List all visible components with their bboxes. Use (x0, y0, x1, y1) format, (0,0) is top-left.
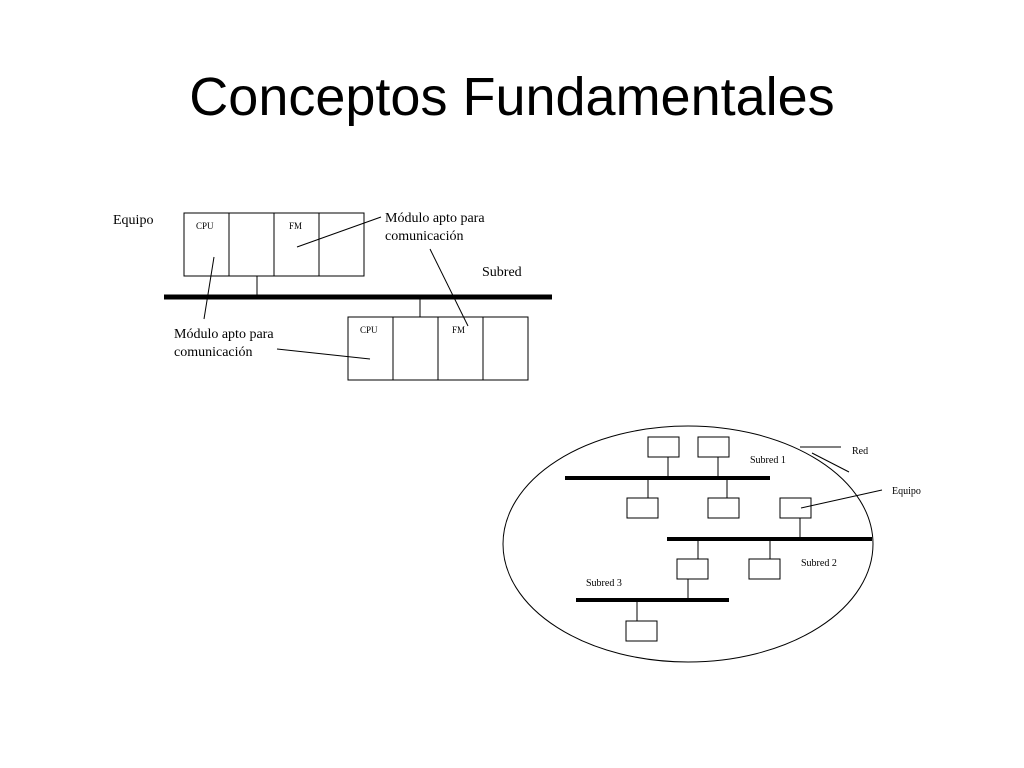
subred-1-device-3 (626, 497, 659, 519)
page-title: Conceptos Fundamentales (189, 67, 835, 127)
equipo-label: Equipo (113, 213, 153, 228)
subred-3-device-1 (625, 620, 658, 642)
module-label-left-line-1: Módulo apto para (174, 327, 274, 342)
subred-2-label: Subred 2 (801, 558, 837, 569)
red-label: Red (852, 446, 868, 457)
red-boundary (502, 425, 874, 663)
rack-2-cpu-label: CPU (360, 325, 378, 335)
rack-2-slot-4 (482, 316, 529, 381)
subred-2-device-1 (779, 497, 812, 519)
leader-left-to-rack-2-cpu (276, 348, 371, 360)
leader-red-to-network (811, 452, 850, 473)
rack-1-fm-label: FM (289, 221, 302, 231)
module-label-left-line-2: comunicación (174, 345, 253, 360)
leader-left-to-rack-1-cpu (203, 256, 215, 320)
subred-1-device-4 (707, 497, 740, 519)
rack-2-slot-2 (392, 316, 439, 381)
module-label-right-line-2: comunicación (385, 229, 464, 244)
subred-label: Subred (482, 265, 522, 280)
subred-2-device-2 (676, 558, 709, 580)
leader-right-to-rack-2-fm (429, 248, 469, 327)
subred-1-label: Subred 1 (750, 455, 786, 466)
leader-equipo-to-device (800, 489, 883, 509)
rack-2 (347, 316, 529, 381)
rack-1-slot-4 (318, 212, 365, 277)
subred-1-device-1 (647, 436, 680, 458)
subred-3-label: Subred 3 (586, 578, 622, 589)
rack-1 (183, 212, 365, 277)
leader-right-to-rack-1-fm (296, 216, 382, 248)
rack-2-fm-label: FM (452, 325, 465, 335)
rack-1-cpu-label: CPU (196, 221, 214, 231)
module-label-right-line-1: Módulo apto para (385, 211, 485, 226)
rack-1-slot-2 (228, 212, 275, 277)
subred-1-device-2 (697, 436, 730, 458)
subred-2-device-3 (748, 558, 781, 580)
network-equipo-label: Equipo (892, 486, 921, 497)
